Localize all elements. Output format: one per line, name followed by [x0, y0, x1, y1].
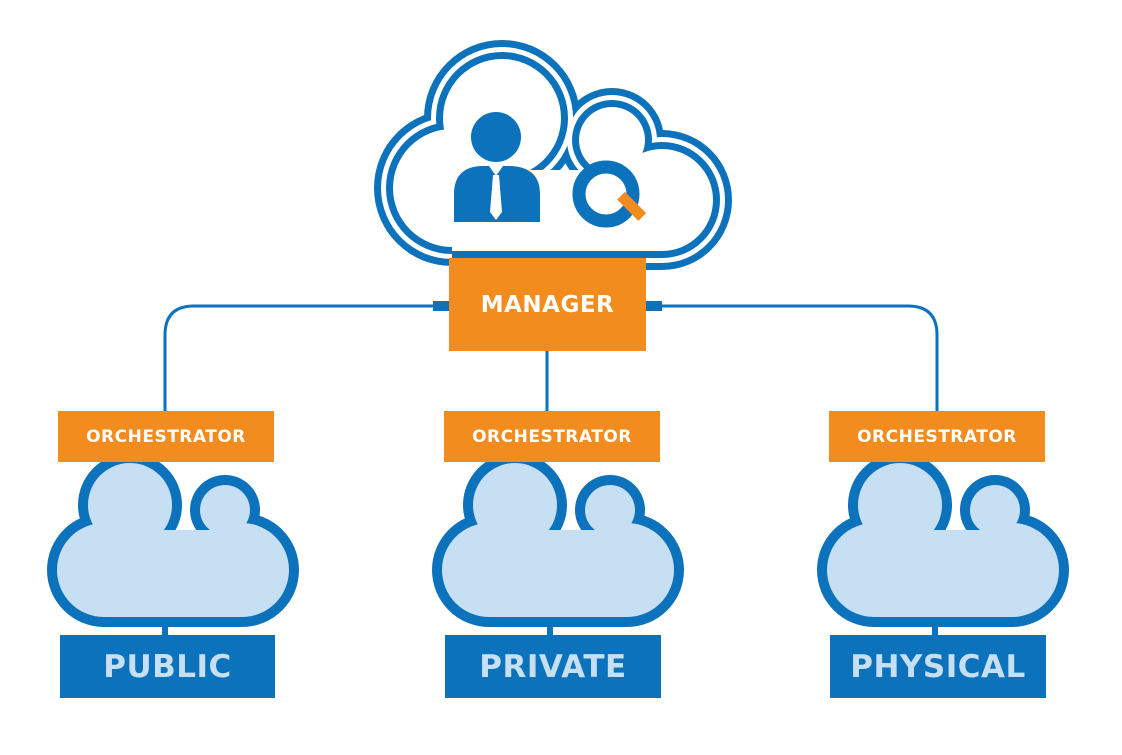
orchestrator-label: ORCHESTRATOR [857, 426, 1017, 447]
public-cloud-label-box: PUBLIC [60, 635, 275, 698]
cloud-name-label: PUBLIC [103, 648, 232, 685]
cloud-name-label: PRIVATE [479, 648, 627, 685]
business-person-icon [454, 112, 540, 222]
connector-plugs [433, 301, 662, 311]
manager-cloud-icon [374, 40, 732, 270]
private-orchestrator-box: ORCHESTRATOR [444, 411, 660, 462]
cloud-name-label: PHYSICAL [850, 648, 1026, 685]
physical-cloud-label-box: PHYSICAL [830, 635, 1046, 698]
public-orchestrator-box: ORCHESTRATOR [58, 411, 274, 462]
private-cloud-icon [432, 453, 684, 636]
orchestrator-label: ORCHESTRATOR [472, 426, 632, 447]
orchestrator-label: ORCHESTRATOR [86, 426, 246, 447]
manager-label: MANAGER [480, 291, 615, 318]
q-magnifier-logo-icon [572, 160, 647, 228]
physical-cloud-icon [817, 453, 1069, 636]
private-cloud-label-box: PRIVATE [445, 635, 661, 698]
public-cloud-icon [47, 453, 299, 636]
connector-lines [163, 304, 939, 411]
manager-box: MANAGER [449, 258, 646, 351]
physical-orchestrator-box: ORCHESTRATOR [829, 411, 1045, 462]
